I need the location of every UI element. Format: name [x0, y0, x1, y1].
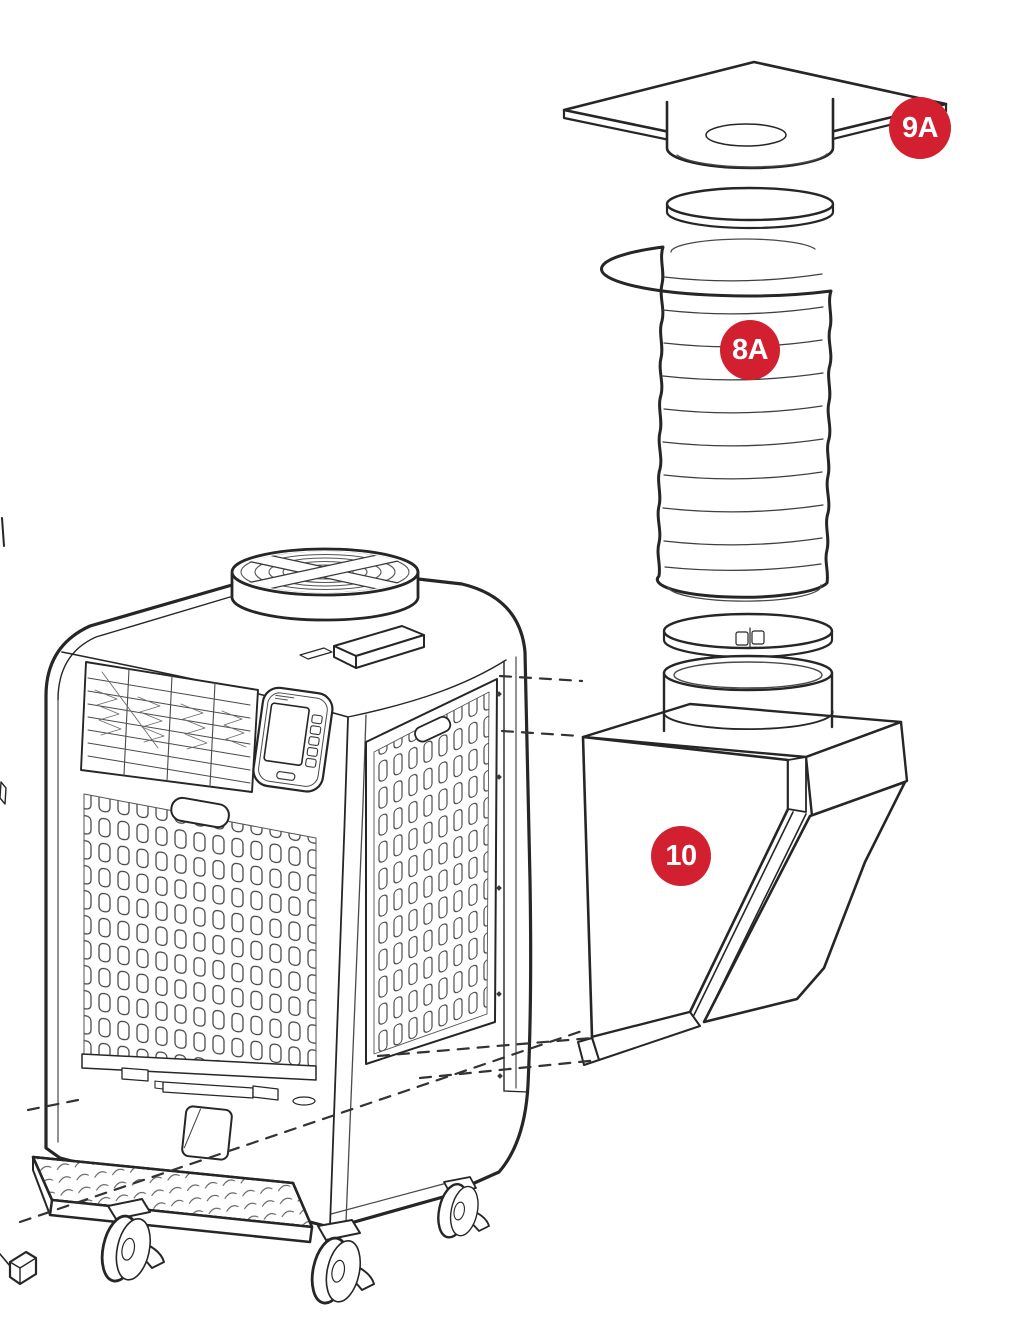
control-buttons: [305, 714, 323, 768]
control-display: [263, 702, 310, 766]
callout-badge-9a: 9A: [889, 97, 951, 159]
caster-wheels: [100, 1176, 490, 1305]
portable-ac-unit: [31, 547, 533, 1305]
rivet-dots: [496, 691, 503, 1079]
duct-ring-upper: [665, 186, 835, 230]
bottom-rail: [81, 1053, 317, 1106]
front-right-fold: [329, 717, 349, 1227]
plenum-adapter-box: [577, 654, 909, 1066]
side-handle-cutout: [414, 716, 452, 743]
caster-front-left: [100, 1198, 165, 1283]
top-fan-grille: [230, 547, 420, 622]
plenum-front-face: [581, 735, 790, 1039]
alignment-dashed-lines: [18, 674, 601, 1224]
caster-rear-right: [437, 1176, 490, 1239]
power-plug: [0, 1250, 38, 1286]
plenum-right-flange: [804, 720, 909, 818]
caster-front-right: [310, 1219, 375, 1305]
flange-collar: [665, 97, 835, 170]
top-junction-box: [299, 625, 425, 669]
plenum-collar: [662, 654, 834, 733]
edge-tick-marks: [0, 517, 7, 805]
ceiling-flange-plate: [562, 60, 948, 170]
front-louver-vent: [80, 661, 259, 793]
front-perforated-panel: [83, 793, 317, 1068]
clamp-screw: [735, 627, 765, 649]
control-panel: [252, 686, 334, 793]
lower-access-cutout: [181, 1105, 233, 1161]
front-handle-cutout: [170, 796, 230, 829]
duct-ring-lower: [662, 612, 834, 659]
flexible-exhaust-duct: [600, 238, 833, 602]
top-side-crease: [347, 659, 507, 718]
callout-badge-8a: 8A: [720, 320, 780, 380]
callout-badge-10: 10: [651, 826, 711, 886]
side-perforated-panel: [365, 678, 503, 1079]
